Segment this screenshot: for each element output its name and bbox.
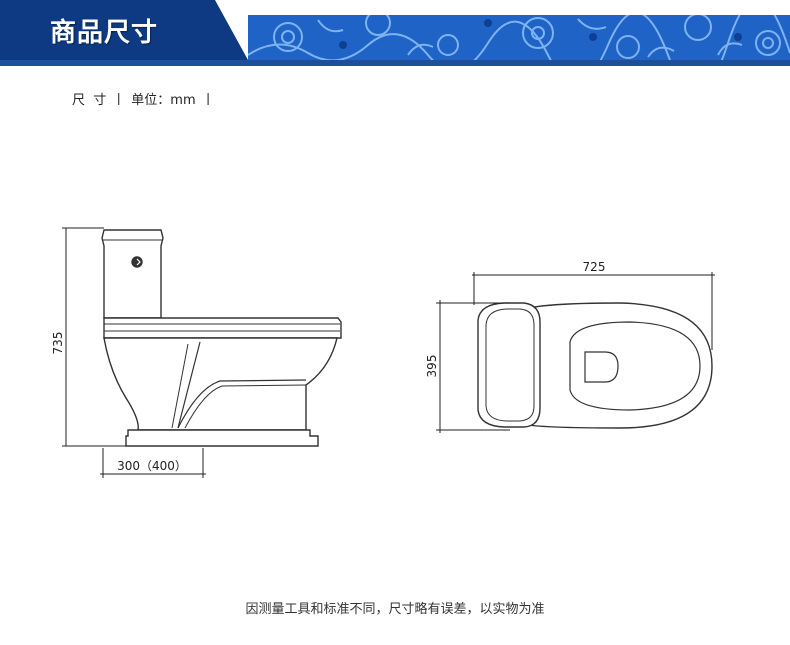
page-title: 商品尺寸 — [50, 18, 159, 48]
header-stripe — [0, 60, 790, 66]
footnote: 因测量工具和标准不同，尺寸略有误差，以实物为准 — [245, 602, 545, 617]
length-dimension — [472, 272, 715, 350]
base-outline — [125, 429, 319, 447]
dimension-label: 尺 寸 — [72, 93, 107, 108]
height-dimension — [62, 227, 126, 447]
width-label: 395 — [425, 355, 439, 378]
bowl-outline — [103, 337, 338, 431]
title-tab — [0, 0, 248, 60]
toilet-side-view — [101, 229, 342, 447]
width-dimension — [436, 300, 510, 433]
length-label: 725 — [583, 260, 606, 274]
depth-label: 300（400） — [117, 459, 187, 473]
flush-button-icon — [131, 256, 143, 268]
separator: 丨 — [201, 93, 215, 108]
separator: 丨 — [112, 93, 126, 108]
seat-opening-outline — [569, 321, 701, 411]
decorative-pattern — [248, 15, 790, 60]
height-label: 735 — [51, 332, 65, 355]
depth-dimension — [100, 448, 206, 478]
tank-outline — [101, 229, 164, 319]
toilet-top-view — [477, 302, 713, 429]
header-banner: 商品尺寸 — [0, 0, 790, 68]
unit-label: 单位：mm — [131, 93, 196, 108]
drain-outline — [584, 351, 619, 383]
seat-outline — [103, 317, 342, 339]
